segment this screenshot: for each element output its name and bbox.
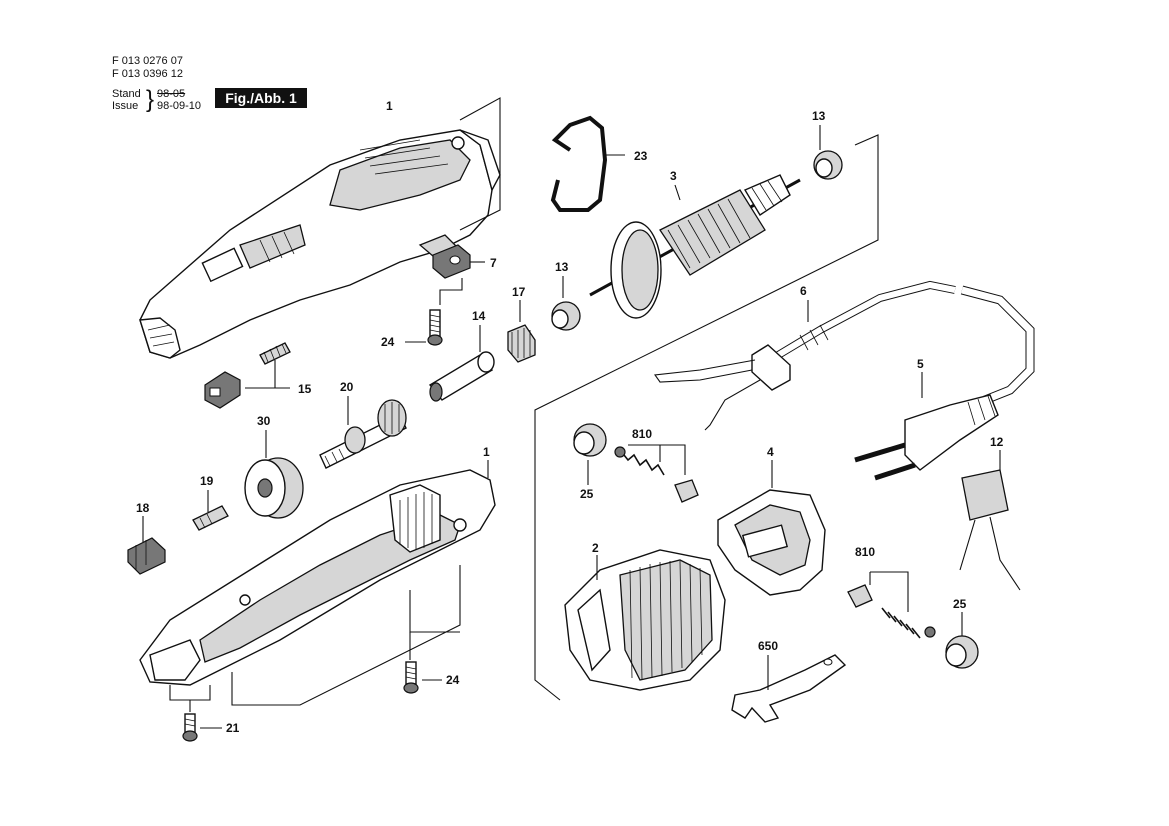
stand-date-struck: 98-05 — [157, 88, 186, 100]
collet-nut-part-18 — [127, 537, 166, 575]
callout-3: 3 — [670, 169, 677, 183]
callout-13-top: 13 — [812, 109, 826, 123]
leader-line-21-bracket — [169, 685, 211, 712]
coupling-part-17 — [507, 324, 536, 363]
brush-holder-part-4 — [717, 489, 826, 596]
callout-5: 5 — [917, 357, 924, 371]
callout-4: 4 — [767, 445, 774, 459]
callout-15: 15 — [298, 382, 312, 396]
callout-1-top: 1 — [386, 99, 393, 113]
callout-21: 21 — [226, 721, 240, 735]
callout-810-right: 810 — [855, 545, 875, 559]
housing-lower-bracket-line — [231, 565, 461, 706]
callout-24-top: 24 — [381, 335, 395, 349]
callout-17: 17 — [512, 285, 526, 299]
callout-23: 23 — [634, 149, 648, 163]
shaft-part-14 — [428, 351, 495, 402]
housing-lower-part — [139, 469, 496, 686]
housing-bracket-line — [459, 97, 501, 231]
callout-810-top: 810 — [632, 427, 652, 441]
power-cord-part-6 — [654, 280, 956, 431]
wire-bracket-part-23 — [550, 115, 608, 212]
nut-part-30 — [244, 457, 304, 519]
stand-label: Stand — [112, 88, 141, 100]
leader-line-7-screw — [439, 278, 463, 305]
callout-25-left: 25 — [580, 487, 594, 501]
callout-650: 650 — [758, 639, 778, 653]
callout-12: 12 — [990, 435, 1004, 449]
spanner-part-650 — [731, 654, 847, 723]
callout-25-right: 25 — [953, 597, 967, 611]
callout-1-bottom: 1 — [483, 445, 490, 459]
housing-lower-inner-line — [409, 590, 460, 633]
suppressor-part-12 — [959, 469, 1021, 591]
assembly-bracket-line — [534, 134, 879, 701]
header-brace: } — [146, 86, 155, 113]
callout-7: 7 — [490, 256, 497, 270]
callout-24-bottom: 24 — [446, 673, 460, 687]
callout-6: 6 — [800, 284, 807, 298]
spindle-part-20 — [319, 399, 407, 469]
field-winding-part-2 — [564, 549, 726, 691]
callout-18: 18 — [136, 501, 150, 515]
callout-20: 20 — [340, 380, 354, 394]
screw-part-21 — [182, 713, 198, 742]
leader-line-15 — [245, 360, 290, 389]
bearing-part-13-upper — [813, 150, 843, 180]
brush-part-810-upper — [614, 446, 699, 503]
callout-30: 30 — [257, 414, 271, 428]
issue-date: 98-09-10 — [157, 100, 202, 112]
callout-14: 14 — [472, 309, 486, 323]
document-number-1: F 013 0276 07 — [112, 55, 183, 67]
cap-part-25-left — [573, 423, 607, 457]
callout-13-mid: 13 — [555, 260, 569, 274]
screw-part-24-lower — [403, 661, 419, 694]
lock-part-15 — [204, 342, 291, 409]
cap-part-25-right — [945, 635, 979, 669]
document-number-2: F 013 0396 12 — [112, 68, 183, 80]
brush-part-810-lower — [847, 584, 936, 639]
leader-line-810-lower — [869, 571, 909, 612]
figure-label: Fig./Abb. 1 — [215, 88, 307, 108]
housing-upper-part — [139, 129, 501, 359]
plug-part-5 — [854, 285, 1035, 481]
collet-part-19 — [192, 505, 229, 531]
issue-label: Issue — [112, 100, 139, 112]
clip-part-7 — [432, 244, 471, 279]
armature-part-3 — [589, 174, 801, 319]
callout-2: 2 — [592, 541, 599, 555]
leader-line-3 — [674, 184, 681, 201]
screw-part-24-upper — [427, 309, 443, 346]
bearing-part-13-mid — [551, 301, 581, 331]
callout-19: 19 — [200, 474, 214, 488]
leader-line-810-upper — [628, 444, 686, 475]
